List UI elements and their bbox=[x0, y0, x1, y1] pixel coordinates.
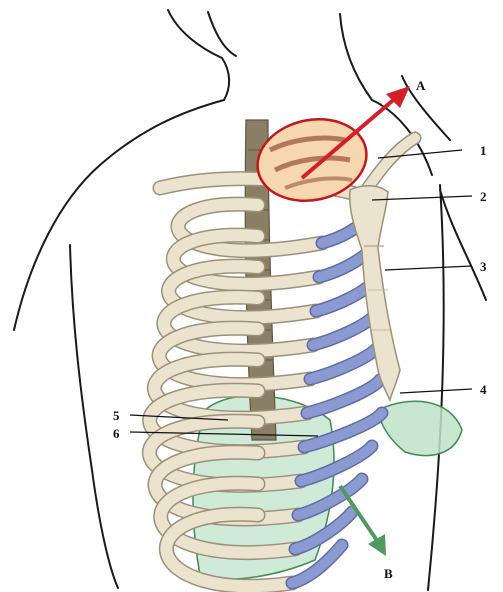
label-4: 4 bbox=[480, 382, 487, 397]
label-3: 3 bbox=[480, 259, 487, 274]
label-2: 2 bbox=[480, 189, 487, 204]
label-1: 1 bbox=[480, 143, 487, 158]
label-6: 6 bbox=[113, 426, 120, 441]
label-a: A bbox=[416, 78, 426, 93]
costal-cartilage-6 bbox=[307, 380, 380, 413]
label-5: 5 bbox=[113, 408, 120, 423]
label-b: B bbox=[384, 566, 393, 581]
